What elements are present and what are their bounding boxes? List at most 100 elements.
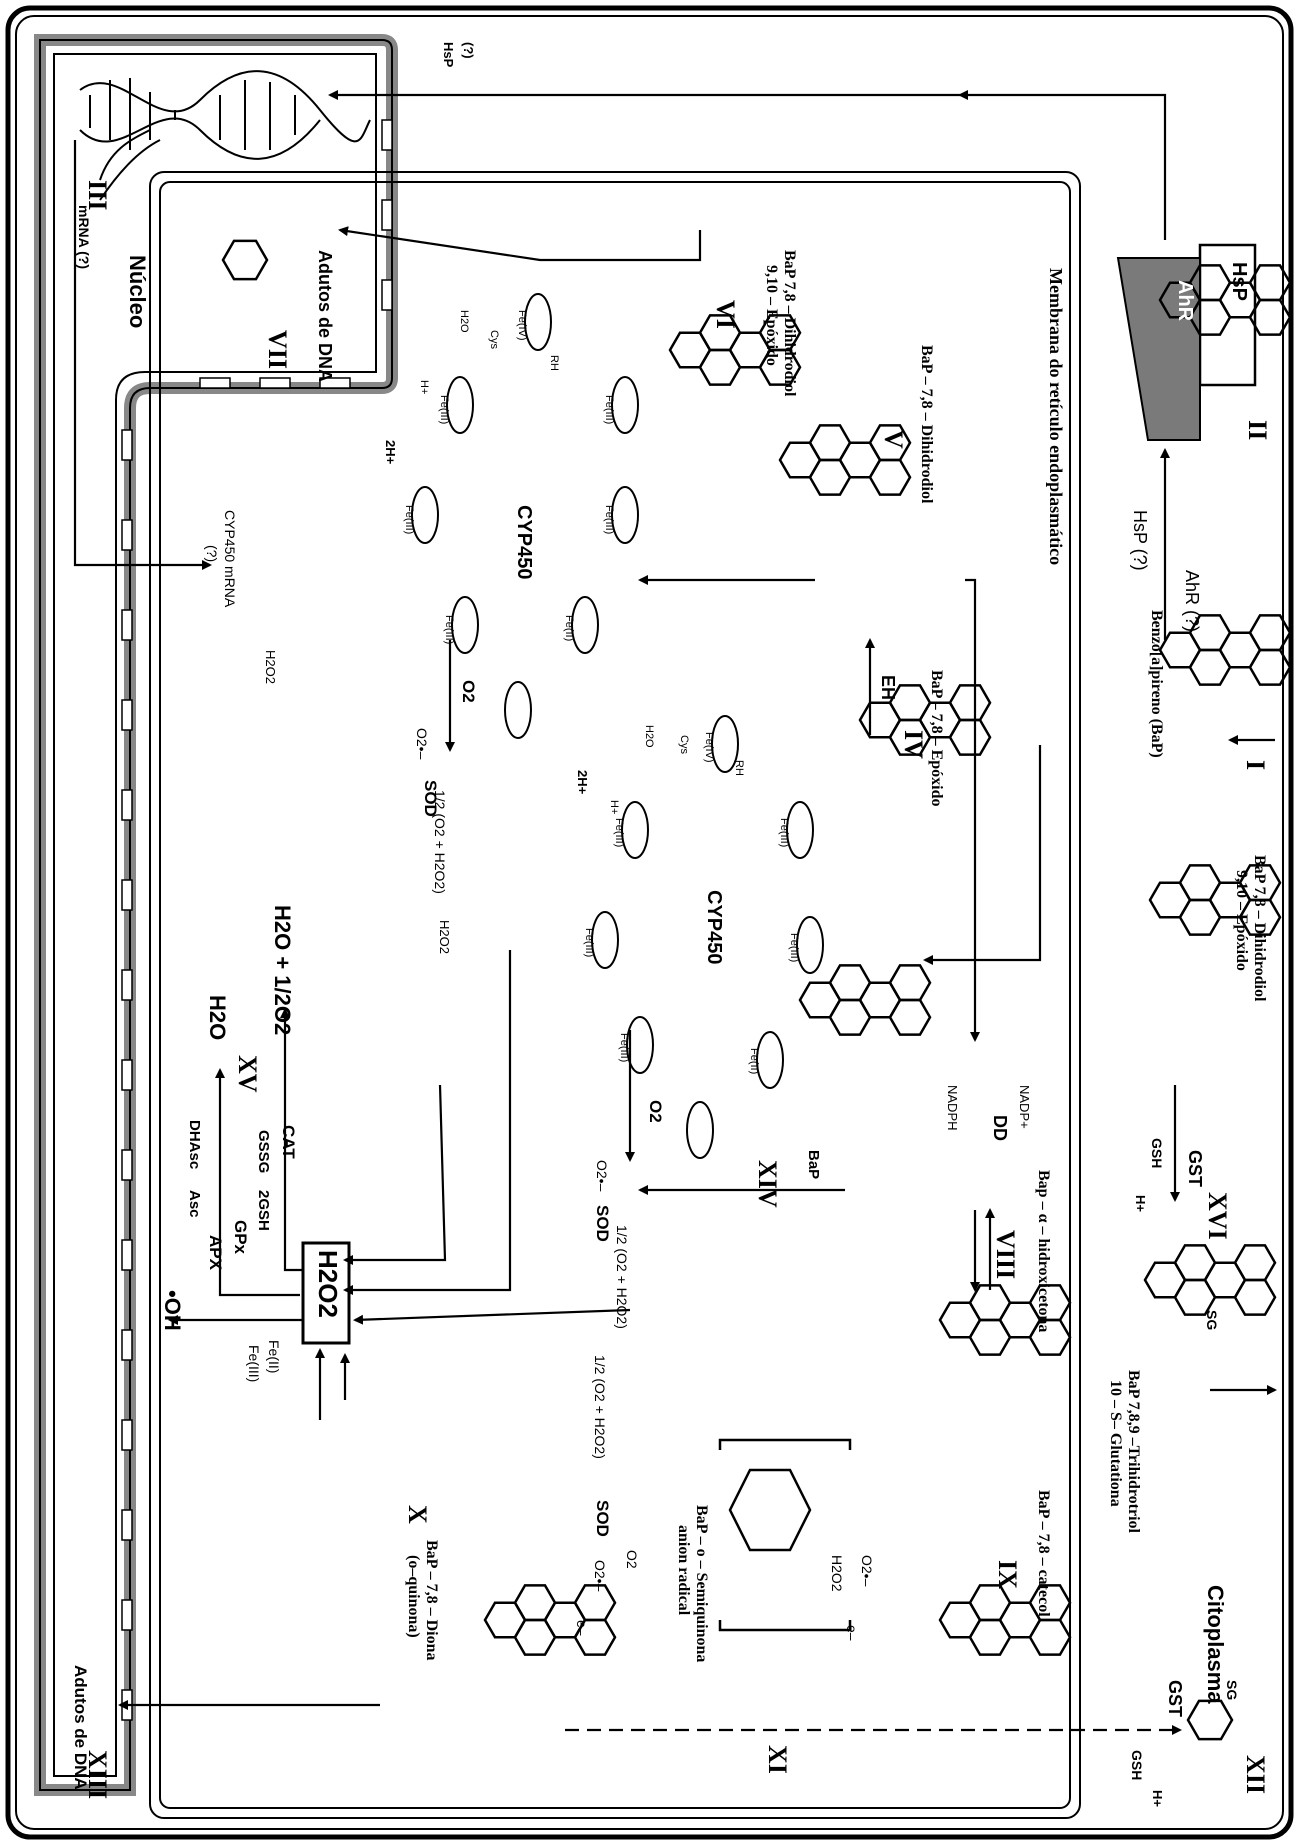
- label-sg-xii: SG: [1224, 1680, 1240, 1700]
- label-sod-2: SOD: [592, 1205, 612, 1242]
- label-gst-xvi: GST: [1184, 1150, 1205, 1187]
- label-apx: APX: [205, 1235, 225, 1270]
- adduct-ring: [223, 241, 267, 279]
- xii-ring: [1188, 1701, 1232, 1739]
- label-triol-2: 10 – S– Glutationa: [1106, 1380, 1124, 1507]
- cyp2-cys: Cys: [678, 735, 690, 754]
- label-hsp-q: HsP (?): [1129, 510, 1150, 571]
- label-gsh-xii: GSH: [1129, 1750, 1145, 1780]
- label-nadp: NADP+: [1017, 1085, 1032, 1129]
- cyp2-fe3-e: Fe(III): [778, 818, 790, 847]
- label-dione-2: (o–quinona): [404, 1555, 422, 1638]
- label-o2-cyp2: O2: [645, 1100, 665, 1123]
- cyp1-fe3-d: Fe(III): [603, 505, 615, 534]
- label-semiquinone-2: anion radical: [674, 1525, 692, 1615]
- numeral-XVI: XVI: [1202, 1192, 1232, 1240]
- label-cyp450-2: CYP450: [702, 890, 725, 965]
- cyp2-rh: RH: [733, 760, 745, 776]
- cyp2-fe2: Fe(II): [748, 1048, 760, 1074]
- label-h2o2-small: H2O2: [829, 1555, 845, 1592]
- numeral-I: I: [1240, 760, 1270, 770]
- numeral-IX: IX: [992, 1560, 1022, 1589]
- cyp1-h-plus: H+: [418, 380, 430, 394]
- label-diol-epoxide-right-1: BaP 7,8 – Dihidrodiol: [1250, 855, 1268, 1001]
- label-half-o2-h2o2-3: 1/2 (O2 + H2O2): [592, 1355, 608, 1459]
- cyp2-fe3-a: Fe(III): [613, 818, 625, 847]
- label-er-membrane: Membrana do retículo endoplasmático: [1045, 268, 1066, 565]
- nuclear-envelope: [40, 40, 392, 1790]
- label-dione-1: BaP – 7,8 – Diona: [422, 1540, 440, 1660]
- cyp1-fe4: Fe(IV): [516, 310, 528, 341]
- cyp1-fe3-b: Fe(III): [403, 505, 415, 534]
- label-diol-epoxide-2: 9,10 – Epóxido: [762, 265, 780, 366]
- label-oh-radical: •OH: [159, 1290, 185, 1331]
- cyp2-h-plus: H+: [608, 800, 620, 814]
- numeral-V: V: [878, 430, 908, 449]
- catechol-ring-5: [1030, 1620, 1070, 1655]
- label-superoxide-1: O2•–: [414, 728, 430, 759]
- label-o2-cyp1: O2: [458, 680, 478, 703]
- label-fe2: Fe(II): [266, 1340, 282, 1373]
- label-diol-epoxide-1: BaP 7,8 – Dihidrodiol: [780, 250, 798, 396]
- cell-outer-border: [8, 8, 1291, 1837]
- cyp2-h2o: H2O: [643, 725, 655, 748]
- label-cat: CAT: [278, 1125, 298, 1159]
- label-h2o-half-o2: H2O + 1/2O2: [269, 905, 295, 1035]
- numeral-VI: VI: [710, 300, 740, 329]
- numeral-X: X: [402, 1505, 432, 1524]
- label-2h-plus-2: 2H+: [575, 770, 590, 794]
- label-superoxide-3: O2•–: [592, 1560, 608, 1591]
- label-hsp-box: HsP: [1227, 262, 1250, 301]
- label-hsp-nucleus: HsP: [441, 42, 456, 67]
- cyp1-h2o: H2O: [458, 310, 470, 333]
- label-bap-short: BaP: [805, 1150, 822, 1179]
- triol-glutathione-ring-4: [1235, 1245, 1275, 1280]
- label-fe3: Fe(III): [246, 1345, 262, 1382]
- label-half-o2-h2o2-2: 1/2 (O2 + H2O2): [614, 1225, 630, 1329]
- label-cyp-mrna-2: (?): [204, 545, 220, 562]
- label-semiquinone-1: BaP – o – Semiquinona: [692, 1505, 710, 1662]
- label-hydroxyketone: Bap – α – hidroxicetona: [1034, 1170, 1052, 1332]
- label-gst-xii: GST: [1164, 1680, 1185, 1717]
- label-2h-plus-1: 2H+: [383, 440, 398, 464]
- cell-inner-border: [16, 16, 1283, 1829]
- numeral-VIII: VIII: [990, 1230, 1020, 1279]
- label-h-plus-xii: H+: [1150, 1790, 1165, 1807]
- cyp1-fe3-e: Fe(III): [603, 395, 615, 424]
- triol-glutathione-ring-5: [1235, 1280, 1275, 1315]
- cyp1-rh: RH: [548, 355, 560, 371]
- cyp1-cys: Cys: [488, 330, 500, 349]
- label-h2o: H2O: [204, 995, 230, 1040]
- label-h2o2-box: H2O2: [312, 1250, 343, 1318]
- cyp450-cycle-ellipses: [412, 294, 823, 1158]
- label-mrna-q: mRNA (?): [76, 205, 92, 269]
- label-dihydrodiol: BaP – 7,8 – Dihidrodiol: [917, 345, 935, 503]
- numeral-II: II: [1242, 420, 1272, 440]
- numeral-XIV: XIV: [752, 1160, 782, 1208]
- label-dna-adducts-xiii: Adutos de DNA: [70, 1665, 90, 1790]
- numeral-VII: VII: [262, 330, 292, 369]
- nuclear-pores: [122, 120, 392, 1720]
- label-h2o2-left: H2O2: [263, 650, 278, 684]
- label-superoxide-4: O2•–: [859, 1555, 875, 1586]
- label-dna-adducts-nucleus: Adutos de DNA: [314, 250, 335, 382]
- cyp1-fe3-a: Fe(III): [438, 395, 450, 424]
- label-gsh-xvi: GSH: [1149, 1138, 1165, 1168]
- cyp2-fe3-d: Fe(III): [788, 933, 800, 962]
- numeral-XI: XI: [762, 1745, 792, 1774]
- dna-helix: [80, 71, 370, 200]
- label-sod-3: SOD: [592, 1500, 612, 1537]
- label-benzo-a-pyrene: Benzo[a]pireno (BaP): [1147, 610, 1165, 758]
- cyp2-fe4: Fe(IV): [703, 732, 715, 763]
- numeral-XII: XII: [1240, 1755, 1270, 1794]
- label-eh: EH: [877, 675, 898, 700]
- label-triol-1: BaP 7,8,9 –Trihidrotriol: [1124, 1370, 1142, 1533]
- label-superoxide-2: O2•–: [594, 1160, 610, 1191]
- label-dhasc: DHAsc: [186, 1120, 203, 1169]
- numeral-IV: IV: [898, 730, 928, 759]
- cyp2-fe3-b: Fe(III): [583, 928, 595, 957]
- bap-small-ring-5: [890, 1000, 930, 1035]
- label-ahr-q: AhR (?): [1181, 570, 1202, 632]
- label-nadph: NADPH: [945, 1085, 960, 1131]
